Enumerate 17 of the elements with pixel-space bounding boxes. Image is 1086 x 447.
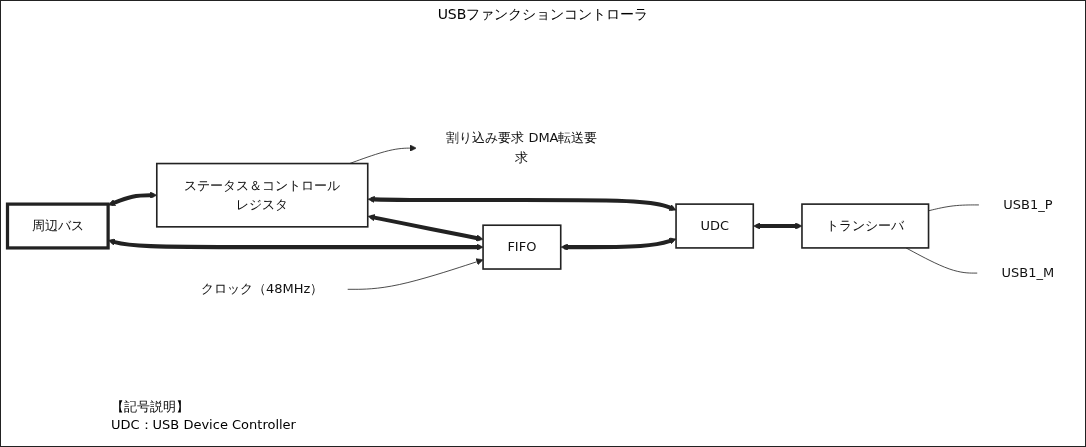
node-text: USB1_P bbox=[1003, 196, 1053, 212]
node-text: USB1_M bbox=[1001, 264, 1055, 281]
node-box: トランシーバ bbox=[801, 202, 930, 249]
connector bbox=[928, 204, 980, 211]
legend-note: UDC：USB Device Controller bbox=[111, 416, 297, 434]
node-box: 周辺バス bbox=[5, 202, 110, 250]
node-text: クロック（48MHz） bbox=[201, 280, 324, 297]
connector bbox=[905, 247, 978, 274]
node-box: ステータス＆コントロールレジスタ bbox=[156, 162, 369, 228]
arrow bbox=[560, 237, 677, 251]
controller-label: USBファンクションコントローラ bbox=[437, 6, 649, 24]
node-box: FIFO bbox=[482, 224, 562, 270]
arrow bbox=[367, 195, 677, 211]
node-text: 割り込み要求 DMA転送要求 bbox=[446, 129, 598, 165]
node-box: UDC bbox=[675, 202, 755, 249]
legend-heading: 【記号説明】 bbox=[111, 398, 190, 416]
arrow bbox=[367, 213, 484, 242]
